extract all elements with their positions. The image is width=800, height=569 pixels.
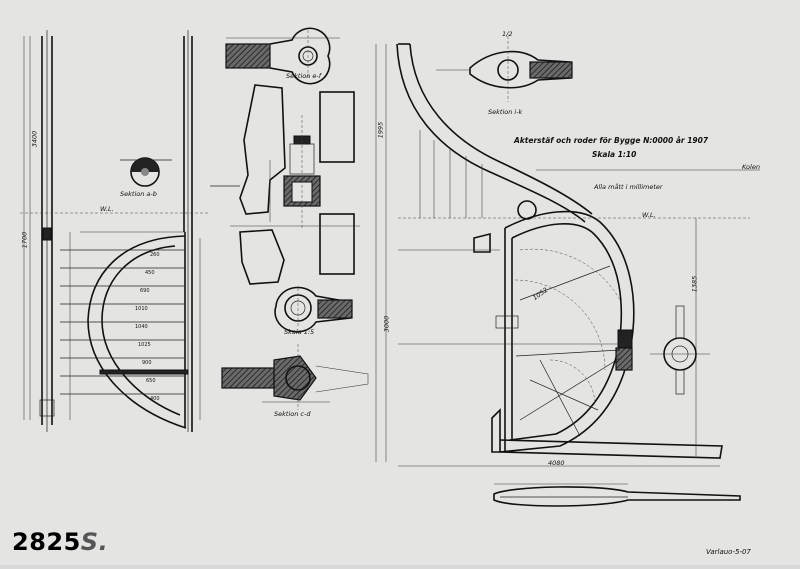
drawing-title: Akterstäf och roder för Bygge N:0000 år … [514, 136, 709, 145]
scale-half-label: 1/2 [502, 30, 513, 38]
section-g-h-detail [274, 286, 353, 333]
keel-label: Kolen [742, 163, 760, 171]
section-c-d-label: Sektion c-d [274, 410, 311, 418]
svg-text:1025: 1025 [138, 342, 151, 348]
sheet-number: 2825S. [12, 528, 108, 556]
signature: Varlauo-5-07 [706, 548, 751, 556]
svg-text:260: 260 [150, 252, 160, 258]
overall-length-dim: 4080 [548, 459, 565, 467]
rudder-blade-left [60, 30, 201, 432]
section-i-k-detail [436, 36, 573, 102]
section-e-f-label: Sektion e-f [286, 72, 322, 80]
sheet-number-value: 2825 [12, 528, 81, 556]
scale-small-label: Skala 1:5 [284, 328, 315, 336]
dim-3400: 3400 [30, 130, 39, 148]
left-rudder-dimension-text: 260 450 690 1010 1040 1025 900 650 400 [135, 252, 160, 402]
waterline-right-label: W.L. [642, 211, 656, 219]
rudder-ribs-left [60, 249, 185, 395]
section-i-k-label: Sektion i-k [488, 108, 523, 116]
stock-section-a-b [120, 157, 172, 187]
svg-text:1040: 1040 [135, 324, 148, 330]
units-note: Alla mått i millimeter [594, 183, 663, 191]
stern-post-main [375, 43, 750, 462]
keel-shoe-bottom [493, 483, 741, 507]
rudder-frame-main [473, 200, 723, 459]
waterline-left-label: W.L. [100, 205, 114, 213]
section-c-d-detail [221, 344, 369, 410]
rudder-stock-left [20, 30, 210, 432]
section-e-f-detail [225, 27, 340, 85]
height-upper-dim: 1995 [376, 121, 385, 139]
svg-text:690: 690 [140, 288, 150, 294]
rudder-ribs-main [514, 248, 621, 437]
sheet-number-suffix: S. [80, 528, 109, 556]
svg-text:450: 450 [145, 270, 155, 276]
scale-main-label: Skala 1:10 [592, 150, 637, 159]
pintle-detail-right [650, 305, 710, 395]
dim-1700: 1700 [20, 231, 29, 249]
height-main-dim: 3000 [382, 315, 391, 333]
section-a-b-label: Sektion a-b [120, 190, 157, 198]
svg-text:1010: 1010 [135, 306, 148, 312]
svg-text:900: 900 [142, 360, 152, 366]
stern-dimension-lines [398, 130, 760, 467]
svg-text:650: 650 [146, 378, 156, 384]
svg-text:400: 400 [150, 396, 160, 402]
hinge-detail-center [210, 84, 360, 285]
dim-1385: 1385 [690, 275, 699, 293]
